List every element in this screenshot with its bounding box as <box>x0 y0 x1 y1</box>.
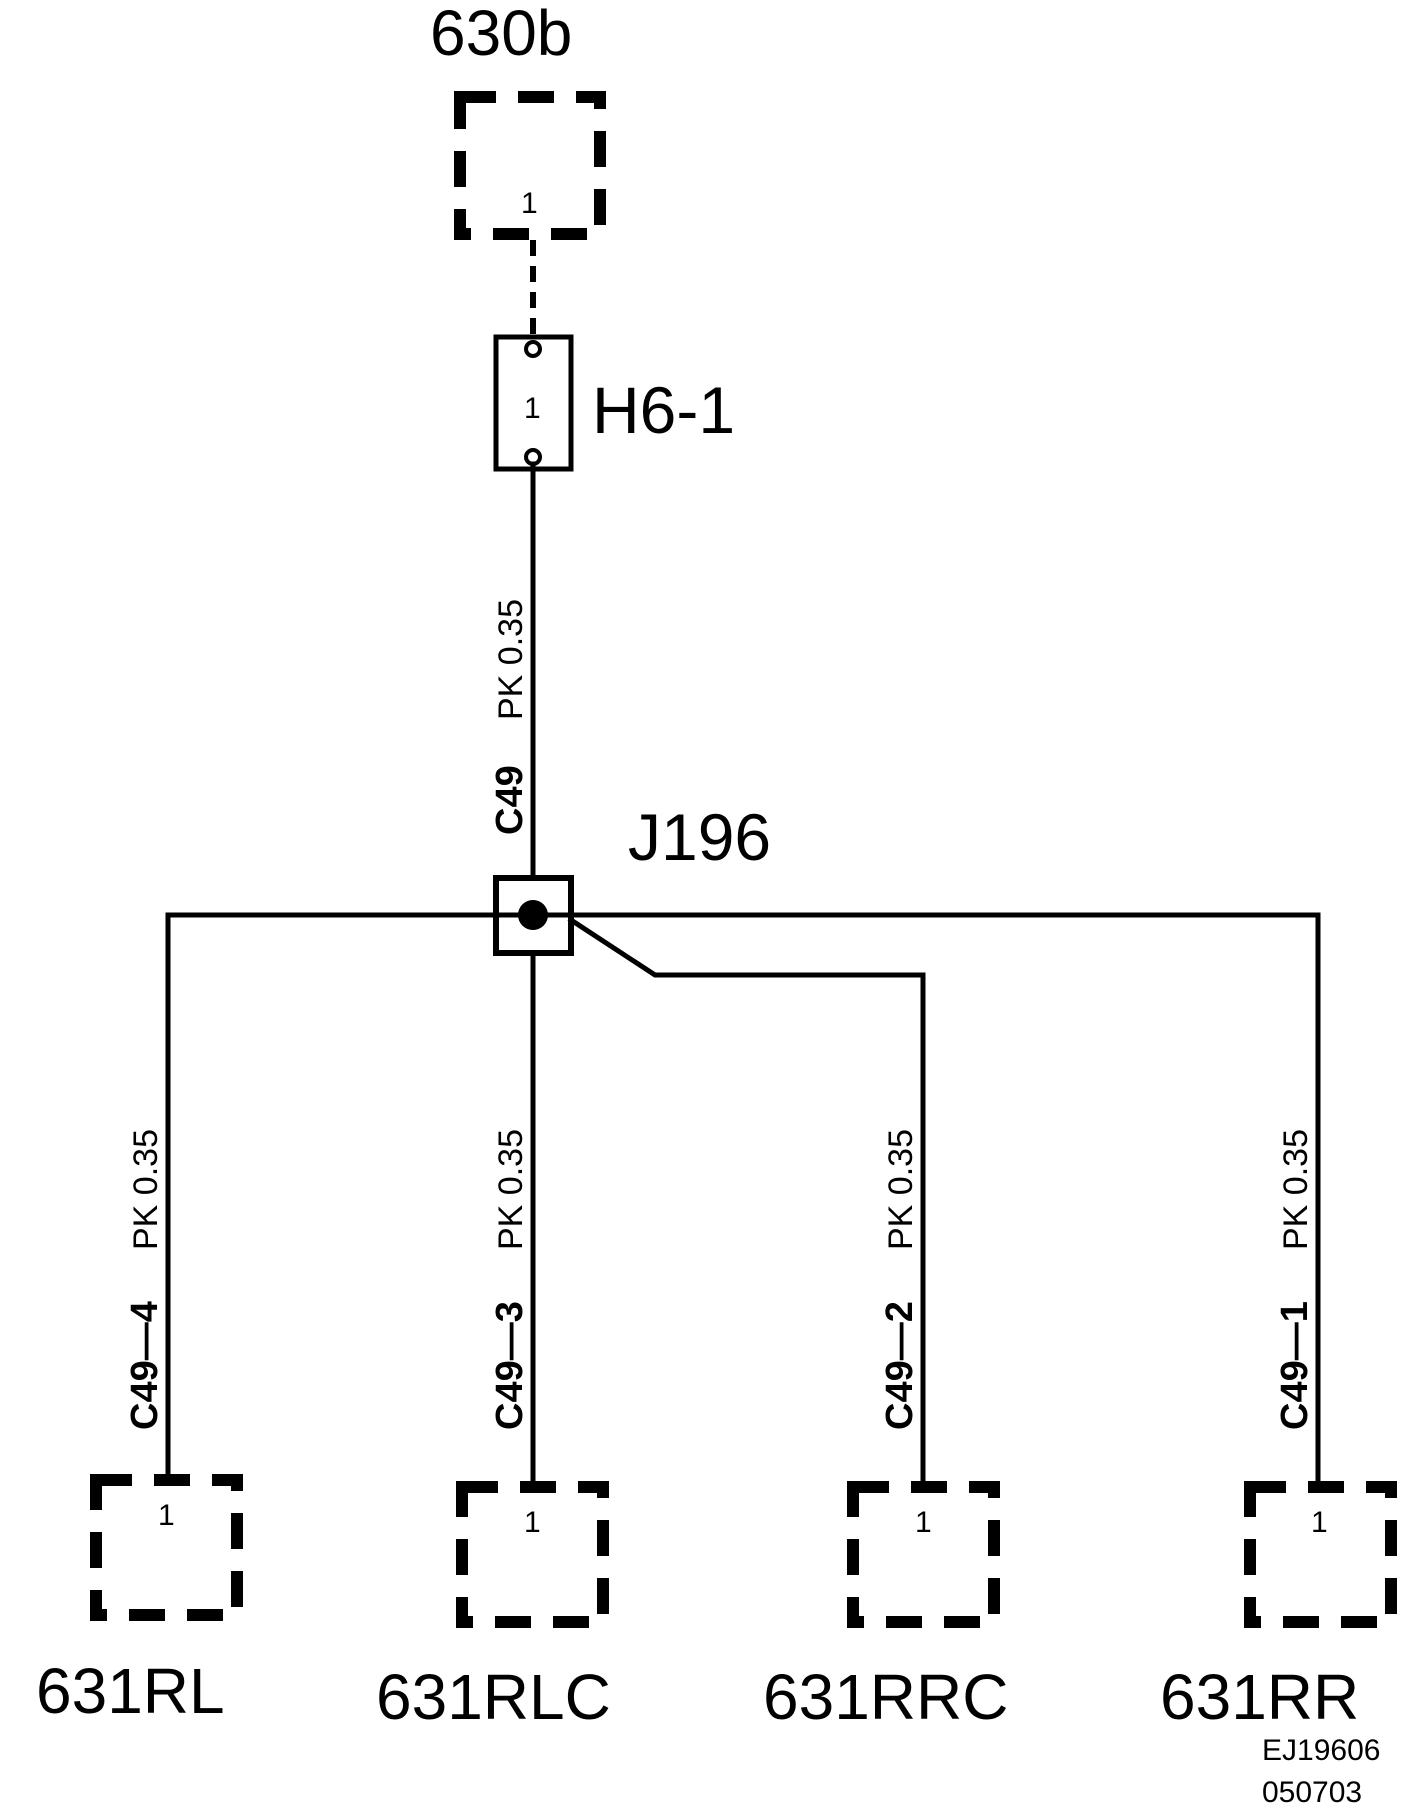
connector-631rl-pin: 1 <box>158 1499 175 1532</box>
splice-j196-label: J196 <box>628 800 771 874</box>
connector-631rrc-pin: 1 <box>915 1506 932 1539</box>
connector-631rr-pin: 1 <box>1311 1506 1328 1539</box>
branch-rlc-code: C49—3 <box>489 1301 531 1430</box>
branch-rr-spec: PK 0.35 <box>1277 1129 1315 1250</box>
drawing-ref-line2: 050703 <box>1262 1776 1362 1809</box>
connector-631rr: 1 631RR <box>1160 1481 1397 1733</box>
connector-631rl-label: 631RL <box>36 1655 225 1727</box>
branch-rl-spec: PK 0.35 <box>127 1129 165 1250</box>
connector-630b-label: 630b <box>430 0 572 69</box>
connector-631rlc-label: 631RLC <box>376 1661 611 1733</box>
connector-h6-1: 1 H6-1 <box>493 334 735 472</box>
connector-631rlc: 1 631RLC <box>376 1481 611 1733</box>
connector-630b: 630b 1 <box>430 0 606 240</box>
connector-h6-1-pin: 1 <box>524 392 541 425</box>
connector-630b-pin: 1 <box>521 187 538 220</box>
branch-rl-code: C49—4 <box>124 1301 166 1430</box>
connector-630b-box <box>454 91 606 240</box>
connector-631rrc-label: 631RRC <box>763 1661 1008 1733</box>
branch-label-rrc: PK 0.35 C49—2 <box>879 1129 921 1430</box>
branch-rrc-code: C49—2 <box>879 1301 921 1430</box>
main-wire-spec: PK 0.35 <box>492 599 530 720</box>
connector-631rr-label: 631RR <box>1160 1661 1359 1733</box>
branch-rlc-spec: PK 0.35 <box>492 1129 530 1250</box>
branch-label-rl: PK 0.35 C49—4 <box>124 1129 166 1430</box>
connector-631rrc: 1 631RRC <box>763 1481 1008 1733</box>
connector-631rlc-pin: 1 <box>524 1506 541 1539</box>
splice-j196: J196 <box>493 800 771 956</box>
branch-label-rr: PK 0.35 C49—1 <box>1274 1129 1316 1430</box>
drawing-reference: EJ19606 050703 <box>1262 1734 1380 1809</box>
connector-631rlc-box <box>456 1481 609 1628</box>
branch-rrc-spec: PK 0.35 <box>882 1129 920 1250</box>
connector-h6-1-label: H6-1 <box>592 373 735 447</box>
main-wire-code: C49 <box>489 765 531 835</box>
drawing-ref-line1: EJ19606 <box>1262 1734 1380 1767</box>
branch-rr-code: C49—1 <box>1274 1301 1316 1430</box>
main-wire-label: PK 0.35 C49 <box>489 599 531 835</box>
connector-631rl: 1 631RL <box>36 1474 243 1727</box>
connector-631rl-box <box>90 1474 243 1621</box>
terminal-top <box>524 340 542 358</box>
connector-631rr-box <box>1244 1481 1397 1628</box>
bus-branch-rrc <box>567 916 926 978</box>
connector-631rrc-box <box>847 1481 1000 1628</box>
branch-label-rlc: PK 0.35 C49—3 <box>489 1129 531 1430</box>
